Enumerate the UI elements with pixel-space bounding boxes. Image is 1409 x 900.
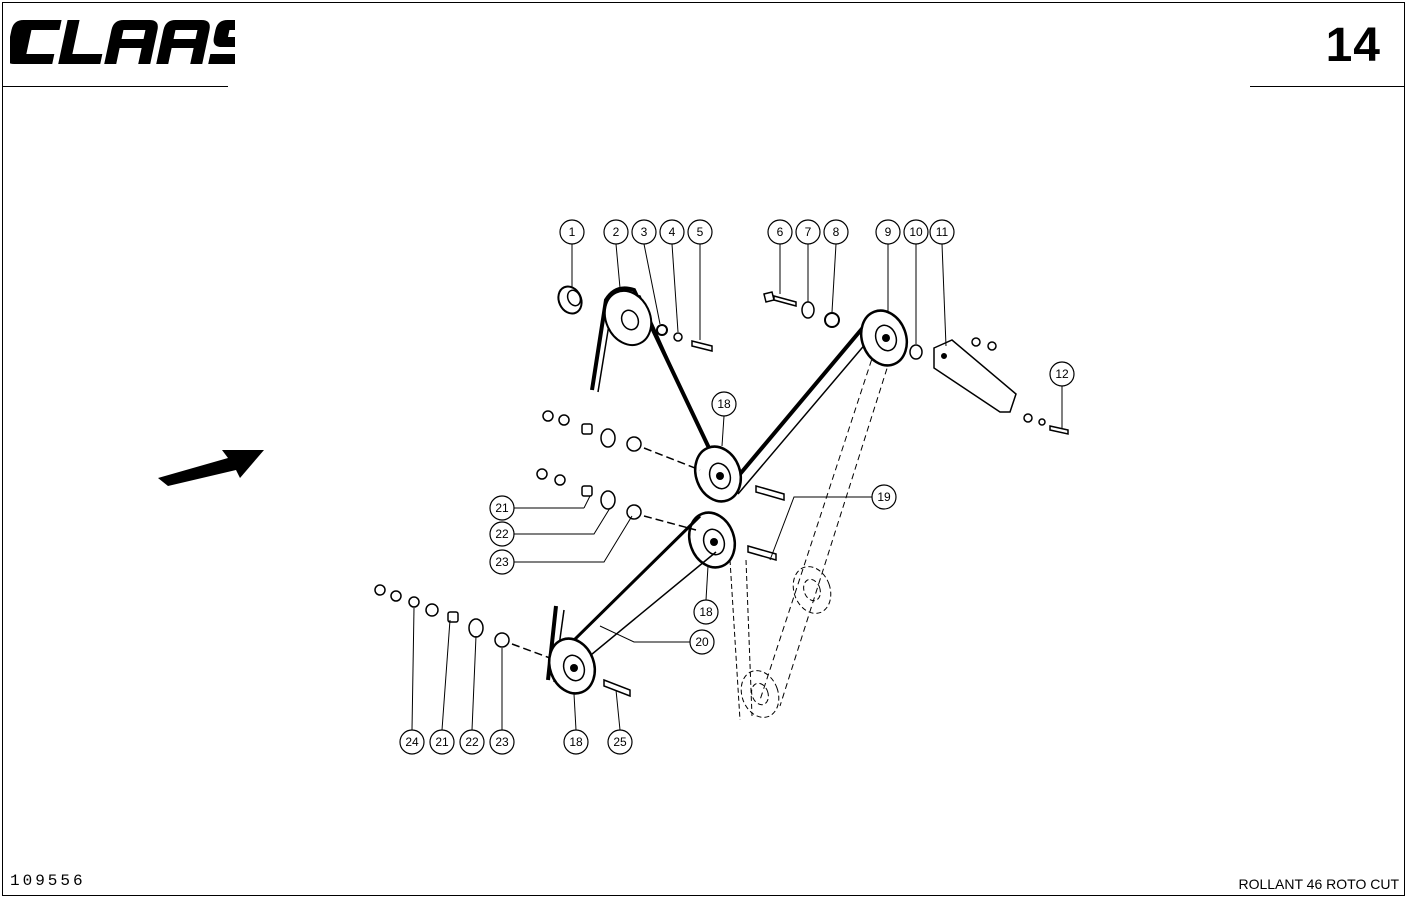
header-rule-left [2,86,228,87]
callout-20: 20 [689,629,715,655]
svg-text:18: 18 [699,605,713,619]
hardware-cluster-upper [536,410,701,531]
document-number: 109556 [10,872,86,890]
callout-18-middle: 18 [693,599,719,625]
callout-22-upper: 22 [489,521,515,547]
callout-1: 1 [559,219,585,245]
header-rule-right [1250,86,1405,87]
bearing-1 [557,285,583,315]
svg-text:8: 8 [833,225,840,239]
svg-text:24: 24 [405,735,419,749]
page-number: 14 [1325,19,1381,72]
callout-18-lower: 18 [563,729,589,755]
v-belt-right [728,310,897,707]
callout-3: 3 [631,219,657,245]
phantom-pulleys [729,559,832,721]
callout-25: 25 [607,729,633,755]
callout-18-upper: 18 [711,391,737,417]
parts-6-7-8 [763,291,840,328]
svg-text:23: 23 [495,735,509,749]
callout-6: 6 [767,219,793,245]
callout-23-lower: 23 [489,729,515,755]
svg-text:22: 22 [495,527,509,541]
bolts-19 [747,485,785,561]
svg-text:7: 7 [805,225,812,239]
svg-text:6: 6 [777,225,784,239]
pulley-9 [859,309,909,367]
svg-text:12: 12 [1055,367,1069,381]
svg-text:11: 11 [936,225,949,239]
svg-text:4: 4 [669,225,676,239]
callout-8: 8 [823,219,849,245]
callout-23-upper: 23 [489,549,515,575]
callout-7: 7 [795,219,821,245]
svg-text:23: 23 [495,555,509,569]
callout-19: 19 [871,484,897,510]
svg-text:21: 21 [435,735,449,749]
svg-text:20: 20 [695,635,709,649]
leader-lines [411,243,1063,731]
callout-2: 2 [603,219,629,245]
svg-text:21: 21 [495,501,509,515]
svg-text:1: 1 [569,225,576,239]
callout-4: 4 [659,219,685,245]
svg-text:2: 2 [613,225,620,239]
svg-text:3: 3 [641,225,648,239]
callout-12: 12 [1049,361,1075,387]
callout-22-lower: 22 [459,729,485,755]
callout-21-lower: 21 [429,729,455,755]
svg-text:19: 19 [877,490,891,504]
svg-text:9: 9 [885,225,892,239]
pulley-18-lower [547,637,597,695]
callout-21-upper: 21 [489,495,515,521]
callout-11: 11 [929,219,955,245]
pulley-18-middle [687,511,737,569]
svg-text:18: 18 [717,397,731,411]
svg-text:25: 25 [613,735,627,749]
callout-10: 10 [903,219,929,245]
direction-arrow [158,450,264,486]
svg-text:5: 5 [697,225,704,239]
model-name: ROLLANT 46 ROTO CUT [1238,876,1399,892]
hardware-cluster-lower [374,584,631,698]
callout-24: 24 [399,729,425,755]
callout-5: 5 [687,219,713,245]
parts-3-4-5 [656,324,713,352]
svg-text:10: 10 [909,225,923,239]
svg-text:22: 22 [465,735,479,749]
pulley-18-upper [693,445,743,503]
bracket-11 [909,337,1069,435]
callout-9: 9 [875,219,901,245]
svg-text:18: 18 [569,735,583,749]
